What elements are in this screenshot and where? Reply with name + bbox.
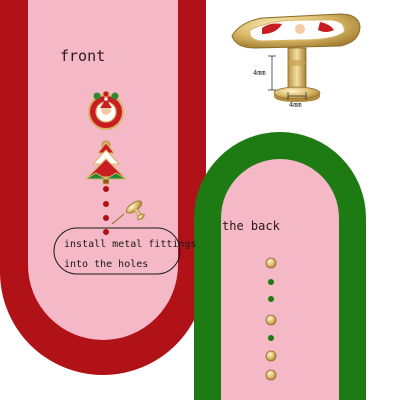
back-band (194, 132, 366, 400)
front-hole (103, 229, 109, 235)
width-dimension (287, 92, 307, 100)
back-stud (265, 350, 277, 362)
charm-side-view (231, 13, 361, 102)
insert-arrow (111, 213, 125, 225)
metal-stud-icon (125, 200, 145, 220)
back-band-pink-inner (221, 159, 339, 400)
front-label: front (60, 47, 105, 65)
front-hole (103, 215, 109, 221)
front-hole (103, 186, 109, 192)
back-label: the back (222, 219, 281, 233)
install-instruction-line1: install metal fittings (64, 239, 196, 250)
back-hole (268, 296, 274, 302)
front-hole (103, 201, 109, 207)
front-band (0, 0, 206, 375)
height-dimension (268, 55, 276, 91)
charm-base-top (273, 86, 321, 100)
install-instruction-line2: into the holes (64, 259, 148, 270)
height-dimension-label: 4mm (253, 69, 266, 77)
width-dimension-label: 4mm (289, 101, 302, 109)
charm-stem (287, 47, 307, 93)
back-hole (268, 279, 274, 285)
christmas-tree-icon (84, 140, 128, 185)
back-hole (268, 335, 274, 341)
back-stud (265, 257, 277, 269)
install-callout-outline (53, 227, 181, 275)
santa-wreath-icon (88, 90, 124, 130)
back-stud (265, 314, 277, 326)
back-stud (265, 369, 277, 381)
